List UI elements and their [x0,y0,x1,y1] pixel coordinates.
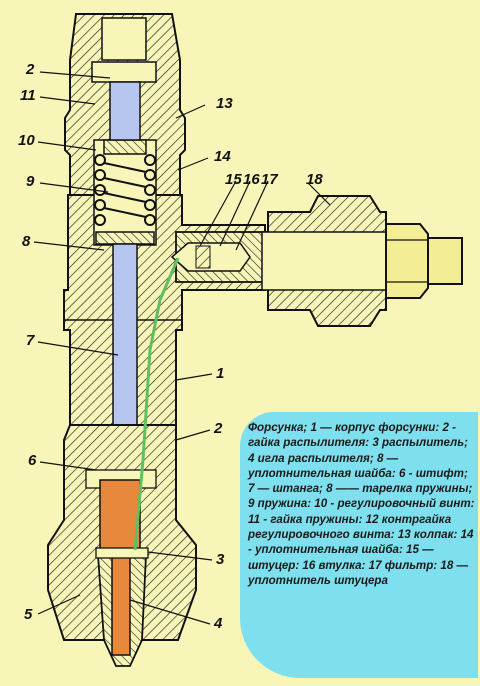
label-9: 9 [26,173,35,190]
legend-box [240,412,478,678]
adjusting-screw [109,81,141,141]
label-17: 17 [261,171,278,188]
fuel-channel [133,257,180,551]
label-2-bottom: 2 [214,420,223,437]
label-18: 18 [306,171,323,188]
legend-caption: Форсунка; 1 — корпус форсунки: 2 - гайка… [248,421,475,587]
label-16: 16 [243,171,260,188]
label-3: 3 [216,551,225,568]
label-6: 6 [28,452,37,469]
label-7: 7 [26,332,35,349]
needle [99,479,141,551]
label-2-top: 2 [26,61,35,78]
fitting-seal-nut [261,195,463,327]
nozzle [95,479,149,667]
label-8: 8 [22,233,31,250]
label-14: 14 [214,148,231,165]
label-4: 4 [214,615,223,632]
label-15: 15 [225,171,242,188]
leader-lines [33,71,331,625]
label-1: 1 [216,365,225,382]
label-13: 13 [216,95,233,112]
label-10: 10 [18,132,35,149]
spring-chamber [93,139,157,246]
label-11: 11 [20,87,36,104]
inlet-fitting [170,231,267,283]
label-5: 5 [24,606,33,623]
spring [94,154,156,226]
push-rod [112,243,138,443]
